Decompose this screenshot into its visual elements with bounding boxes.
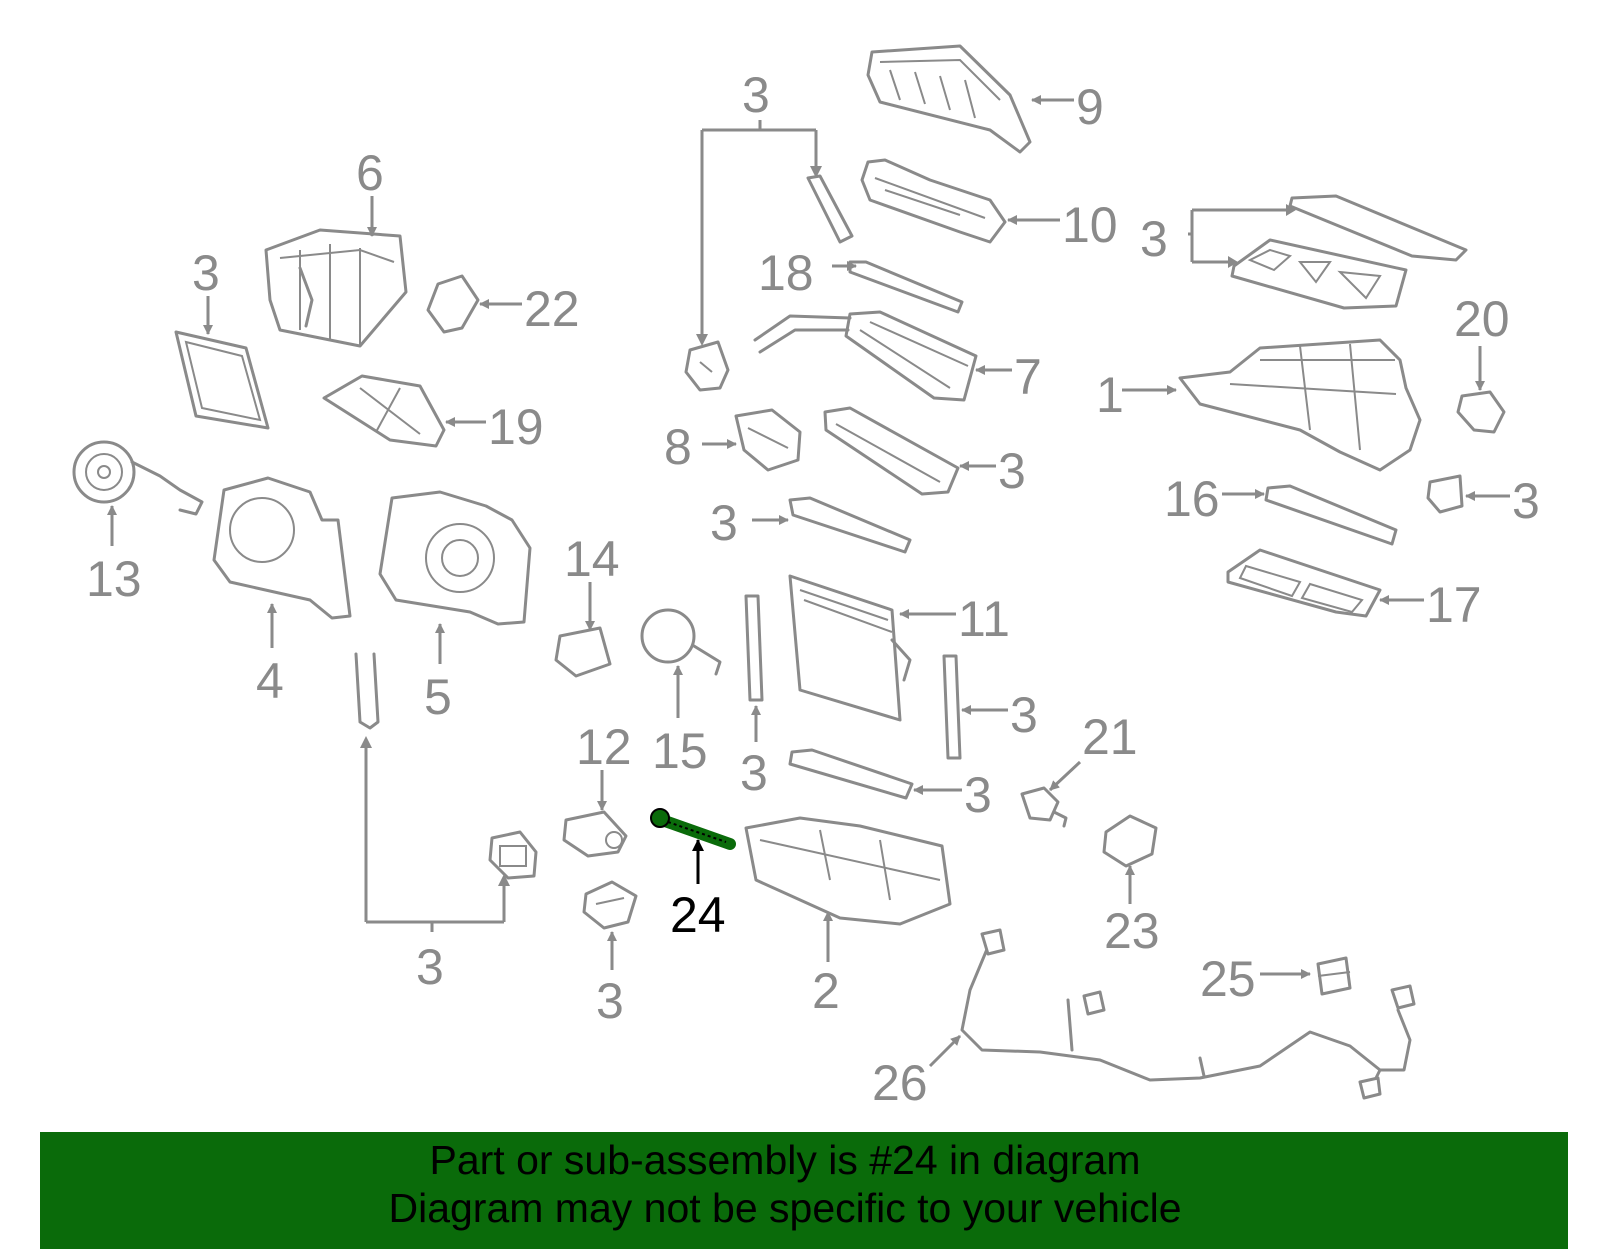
part-19-bracket	[322, 374, 446, 448]
callout-1: 1	[1096, 367, 1124, 423]
part-3-gasket	[582, 880, 638, 930]
part-18-strip	[848, 260, 964, 314]
callout-3-top-center: 3	[742, 67, 770, 123]
callout-18: 18	[758, 245, 814, 301]
part-21-sensor	[1020, 786, 1068, 828]
callout-5: 5	[424, 669, 452, 725]
part-26-wiring-harness	[960, 928, 1416, 1100]
callout-6: 6	[356, 145, 384, 201]
callout-11: 11	[958, 591, 1010, 647]
part-3-lower-bracket	[488, 830, 538, 880]
part-8-actuator	[734, 408, 802, 472]
callout-4: 4	[256, 653, 284, 709]
callout-19: 19	[488, 399, 544, 455]
part-3-right-filter	[1230, 238, 1408, 310]
banner-line-disclaimer: Diagram may not be specific to your vehi…	[388, 1185, 1182, 1231]
callout-3-top-right: 3	[1140, 211, 1168, 267]
callout-3-gasket: 3	[596, 973, 624, 1029]
part-9-upper-duct	[866, 44, 1032, 154]
part-3-u-seal	[354, 652, 380, 730]
part-13-blower-motor	[72, 440, 204, 516]
part-24-bolt	[650, 808, 736, 850]
part-17-screen	[1226, 548, 1382, 618]
callout-9: 9	[1076, 79, 1104, 135]
part-5-blower-case	[378, 490, 532, 626]
part-1-hvac-housing	[1178, 338, 1422, 472]
callout-10: 10	[1062, 197, 1118, 253]
part-2-lower-case	[744, 816, 952, 926]
part-7-heater-core	[753, 310, 978, 402]
info-banner: Part or sub-assembly is #24 in diagram D…	[40, 1132, 1568, 1249]
part-3-seal-strip	[806, 174, 854, 244]
part-11-evaporator	[788, 574, 912, 722]
callout-16: 16	[1164, 471, 1220, 527]
callout-12: 12	[576, 719, 632, 775]
callout-14: 14	[564, 531, 620, 587]
callout-17: 17	[1426, 577, 1482, 633]
callout-25: 25	[1200, 951, 1256, 1007]
leader-lines	[107, 95, 1510, 1068]
callout-23: 23	[1104, 903, 1160, 959]
callout-15: 15	[652, 723, 708, 779]
part-3-center-strip	[788, 496, 912, 554]
part-3-vertical-seal-left	[744, 594, 764, 702]
callout-3-center-strip: 3	[710, 495, 738, 551]
exploded-parts-diagram: 9 10 3 18 7 8 3 3 11 3 3 3 2 6 3 22 19 1…	[72, 44, 1540, 1111]
part-3-small-cover	[1426, 474, 1464, 514]
part-10-duct	[860, 158, 1007, 244]
callout-labels: 9 10 3 18 7 8 3 3 11 3 3 3 2 6 3 22 19 1…	[86, 67, 1540, 1111]
part-3-top-panel	[1288, 194, 1468, 262]
callout-26: 26	[872, 1055, 928, 1111]
part-23-cover	[1102, 814, 1158, 868]
part-4-blower-housing	[212, 476, 352, 620]
callout-3-small-right: 3	[1512, 473, 1540, 529]
callout-8: 8	[664, 419, 692, 475]
part-6-air-inlet	[264, 228, 408, 348]
part-3-grommet	[684, 340, 730, 392]
part-3-vertical-seal-right	[942, 654, 962, 760]
part-14-resistor	[554, 626, 612, 678]
part-15-actuator	[640, 608, 722, 676]
callout-20: 20	[1454, 291, 1510, 347]
callout-3-vertical-right: 3	[1010, 687, 1038, 743]
part-3-filter-frame	[823, 406, 960, 496]
callout-22: 22	[524, 281, 580, 337]
callout-24-highlighted: 24	[670, 887, 726, 943]
part-25-grommet	[1316, 956, 1352, 996]
callout-3-u-seal: 3	[416, 939, 444, 995]
part-22-actuator	[426, 274, 480, 334]
callout-3-lower-strip: 3	[964, 767, 992, 823]
part-12-expansion-valve	[562, 810, 628, 858]
callout-13: 13	[86, 551, 142, 607]
callout-3-filter-frame: 3	[998, 443, 1026, 499]
callout-3-cabin-filter: 3	[192, 245, 220, 301]
part-3-lower-strip	[788, 748, 914, 800]
callout-21: 21	[1082, 709, 1138, 765]
part-3-cabin-filter	[174, 330, 270, 430]
banner-line-part-number: Part or sub-assembly is #24 in diagram	[429, 1137, 1141, 1183]
callout-7: 7	[1014, 349, 1042, 405]
part-16-strip	[1264, 484, 1398, 546]
callout-2: 2	[812, 963, 840, 1019]
part-20-actuator	[1456, 390, 1506, 434]
callout-3-vertical-left: 3	[740, 745, 768, 801]
